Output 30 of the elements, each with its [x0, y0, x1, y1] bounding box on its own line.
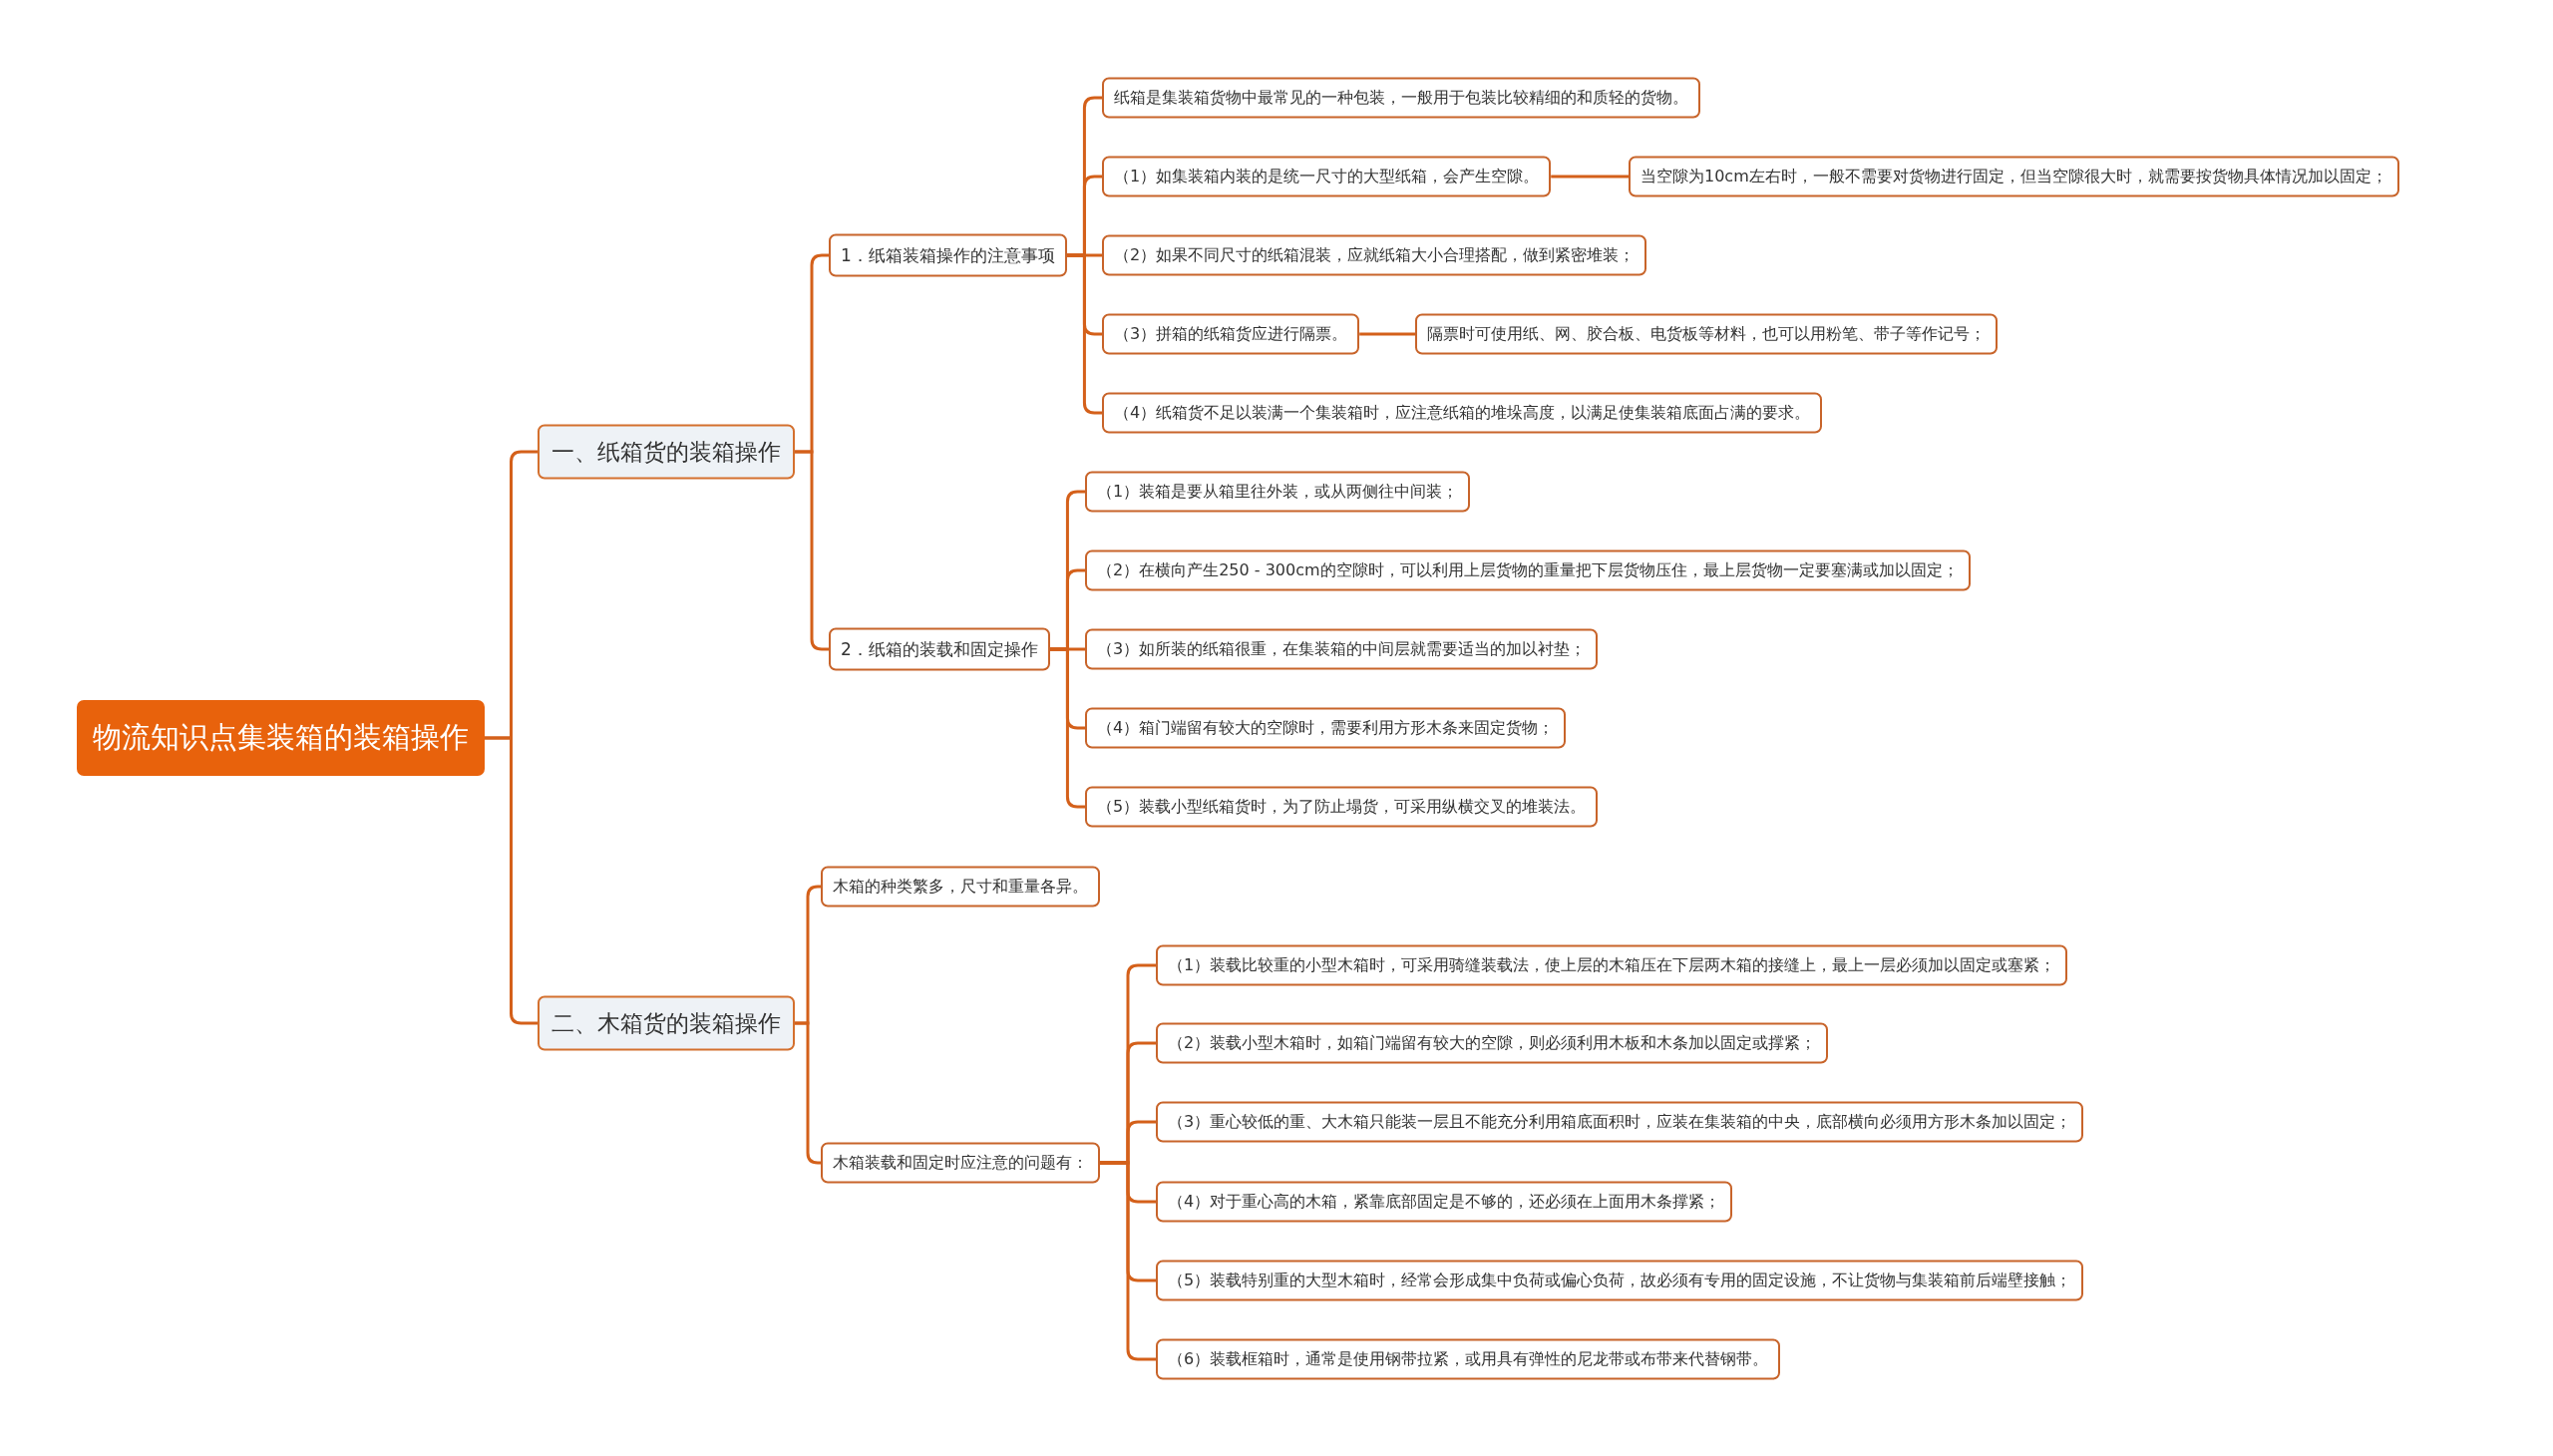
note-box: 当空隙为10cm左右时，一般不需要对货物进行固定，但当空隙很大时，就需要按货物具体情况加以固定； — [1629, 156, 2399, 197]
subtopic-box: 1．纸箱装箱操作的注意事项 — [829, 233, 1067, 277]
note-box: （5）装载小型纸箱货时，为了防止塌货，可采用纵横交叉的堆装法。 — [1085, 786, 1599, 828]
note-box: （3）拼箱的纸箱货应进行隔票。 — [1102, 313, 1360, 355]
note-box: 纸箱是集装箱货物中最常见的一种包装，一般用于包装比较精细的和质轻的货物。 — [1102, 77, 1700, 119]
note-box: （5）装载特别重的大型木箱时，经常会形成集中负荷或偏心负荷，故必须有专用的固定设施，不让货物与集装箱前后端壁接触； — [1156, 1260, 2084, 1301]
note-box: 木箱的种类繁多，尺寸和重量各异。 — [821, 866, 1100, 908]
connector-line — [485, 736, 538, 1025]
connector-line — [1066, 253, 1102, 415]
connector-line — [1359, 332, 1415, 336]
note-box: （1）如集装箱内装的是统一尺寸的大型纸箱，会产生空隙。 — [1102, 156, 1552, 197]
note-box: 隔票时可使用纸、网、胶合板、电货板等材料，也可以用粉笔、带子等作记号； — [1415, 313, 1998, 355]
note-box: （3）如所装的纸箱很重，在集装箱的中间层就需要适当的加以衬垫； — [1085, 628, 1599, 670]
topic-box: 二、木箱货的装箱操作 — [538, 995, 795, 1051]
note-box: （2）装载小型木箱时，如箱门端留有较大的空隙，则必须利用木板和木条加以固定或撑紧； — [1156, 1022, 1829, 1064]
note-box: （6）装载框箱时，通常是使用钢带拉紧，或用具有弹性的尼龙带或布带来代替钢带。 — [1156, 1338, 1781, 1380]
note-box: （1）装载比较重的小型木箱时，可采用骑缝装载法，使上层的木箱压在下层两木箱的接缝上，最上一层必须加以固定或塞紧； — [1156, 944, 2068, 986]
note-box: （4）纸箱货不足以装满一个集装箱时，应注意纸箱的堆垛高度，以满足使集装箱底面占满的要求。 — [1102, 392, 1823, 434]
subtopic-box: 2．纸箱的装载和固定操作 — [829, 627, 1050, 671]
note-box: （2）在横向产生250 - 300cm的空隙时，可以利用上层货物的重量把下层货物压住，最上层货物一定要塞满或加以固定； — [1085, 549, 1971, 591]
topic-box: 一、纸箱货的装箱操作 — [538, 424, 795, 480]
note-box: （1）装箱是要从箱里往外装，或从两侧往中间装； — [1085, 471, 1471, 513]
note-box: 木箱装载和固定时应注意的问题有： — [821, 1142, 1100, 1184]
note-box: （4）对于重心高的木箱，紧靠底部固定是不够的，还必须在上面用木条撑紧； — [1156, 1181, 1733, 1223]
note-box: （3）重心较低的重、大木箱只能装一层且不能充分利用箱底面积时，应装在集装箱的中央，底部横向必须用方形木条加以固定； — [1156, 1101, 2084, 1143]
connector-line — [1551, 175, 1629, 179]
note-box: （4）箱门端留有较大的空隙时，需要利用方形木条来固定货物； — [1085, 707, 1567, 749]
note-box: （2）如果不同尺寸的纸箱混装，应就纸箱大小合理搭配，做到紧密堆装； — [1102, 234, 1647, 276]
connector-line — [1049, 647, 1085, 809]
root-topic-box: 物流知识点集装箱的装箱操作 — [77, 700, 485, 776]
